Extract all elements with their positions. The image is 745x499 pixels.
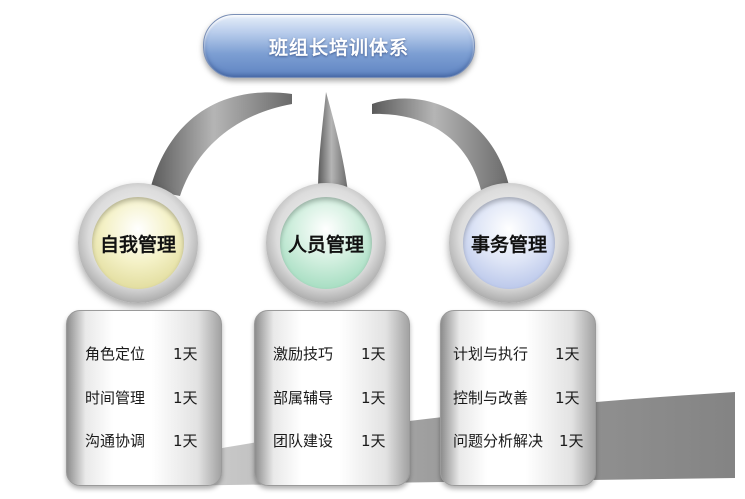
course-days: 1天 — [361, 389, 386, 407]
branch-label: 事务管理 — [470, 233, 547, 256]
course-name: 团队建设 — [273, 432, 334, 450]
course-name: 控制与改善 — [453, 389, 529, 407]
connector-right — [372, 98, 510, 194]
branch-node-inner: 事务管理 — [463, 197, 555, 289]
course-row: 时间管理 1天 — [67, 385, 221, 409]
course-days: 1天 — [173, 345, 198, 363]
course-name: 激励技巧 — [273, 345, 334, 363]
course-days: 1天 — [361, 345, 386, 363]
course-row: 沟通协调 1天 — [67, 428, 221, 452]
course-days: 1天 — [173, 389, 198, 407]
course-name: 部属辅导 — [273, 389, 334, 407]
course-name: 问题分析解决 — [453, 432, 544, 450]
course-name: 沟通协调 — [85, 432, 146, 450]
course-days: 1天 — [555, 389, 580, 407]
course-row: 激励技巧 1天 — [255, 341, 409, 365]
course-row: 控制与改善 1天 — [441, 385, 595, 409]
connector-left — [150, 92, 292, 196]
course-card-affairs-management: 计划与执行 1天 控制与改善 1天 问题分析解决 1天 — [440, 310, 596, 486]
course-name: 计划与执行 — [453, 345, 529, 363]
course-row: 计划与执行 1天 — [441, 341, 595, 365]
course-days: 1天 — [559, 432, 584, 450]
branch-node-people-management: 人员管理 — [266, 183, 386, 303]
course-name: 角色定位 — [85, 345, 146, 363]
branch-node-affairs-management: 事务管理 — [449, 183, 569, 303]
branch-label: 人员管理 — [287, 233, 364, 256]
course-row: 团队建设 1天 — [255, 428, 409, 452]
diagram-title: 班组长培训体系 — [268, 36, 409, 59]
course-card-self-management: 角色定位 1天 时间管理 1天 沟通协调 1天 — [66, 310, 222, 486]
course-name: 时间管理 — [85, 389, 146, 407]
course-row: 部属辅导 1天 — [255, 385, 409, 409]
course-row: 角色定位 1天 — [67, 341, 221, 365]
course-days: 1天 — [361, 432, 386, 450]
course-row: 问题分析解决 1天 — [441, 428, 595, 452]
branch-label: 自我管理 — [99, 233, 176, 256]
title-banner: 班组长培训体系 — [203, 14, 475, 78]
branch-node-inner: 自我管理 — [92, 197, 184, 289]
branch-node-self-management: 自我管理 — [78, 183, 198, 303]
course-card-people-management: 激励技巧 1天 部属辅导 1天 团队建设 1天 — [254, 310, 410, 486]
course-days: 1天 — [555, 345, 580, 363]
branch-node-inner: 人员管理 — [280, 197, 372, 289]
course-days: 1天 — [173, 432, 198, 450]
connector-middle — [318, 92, 348, 192]
